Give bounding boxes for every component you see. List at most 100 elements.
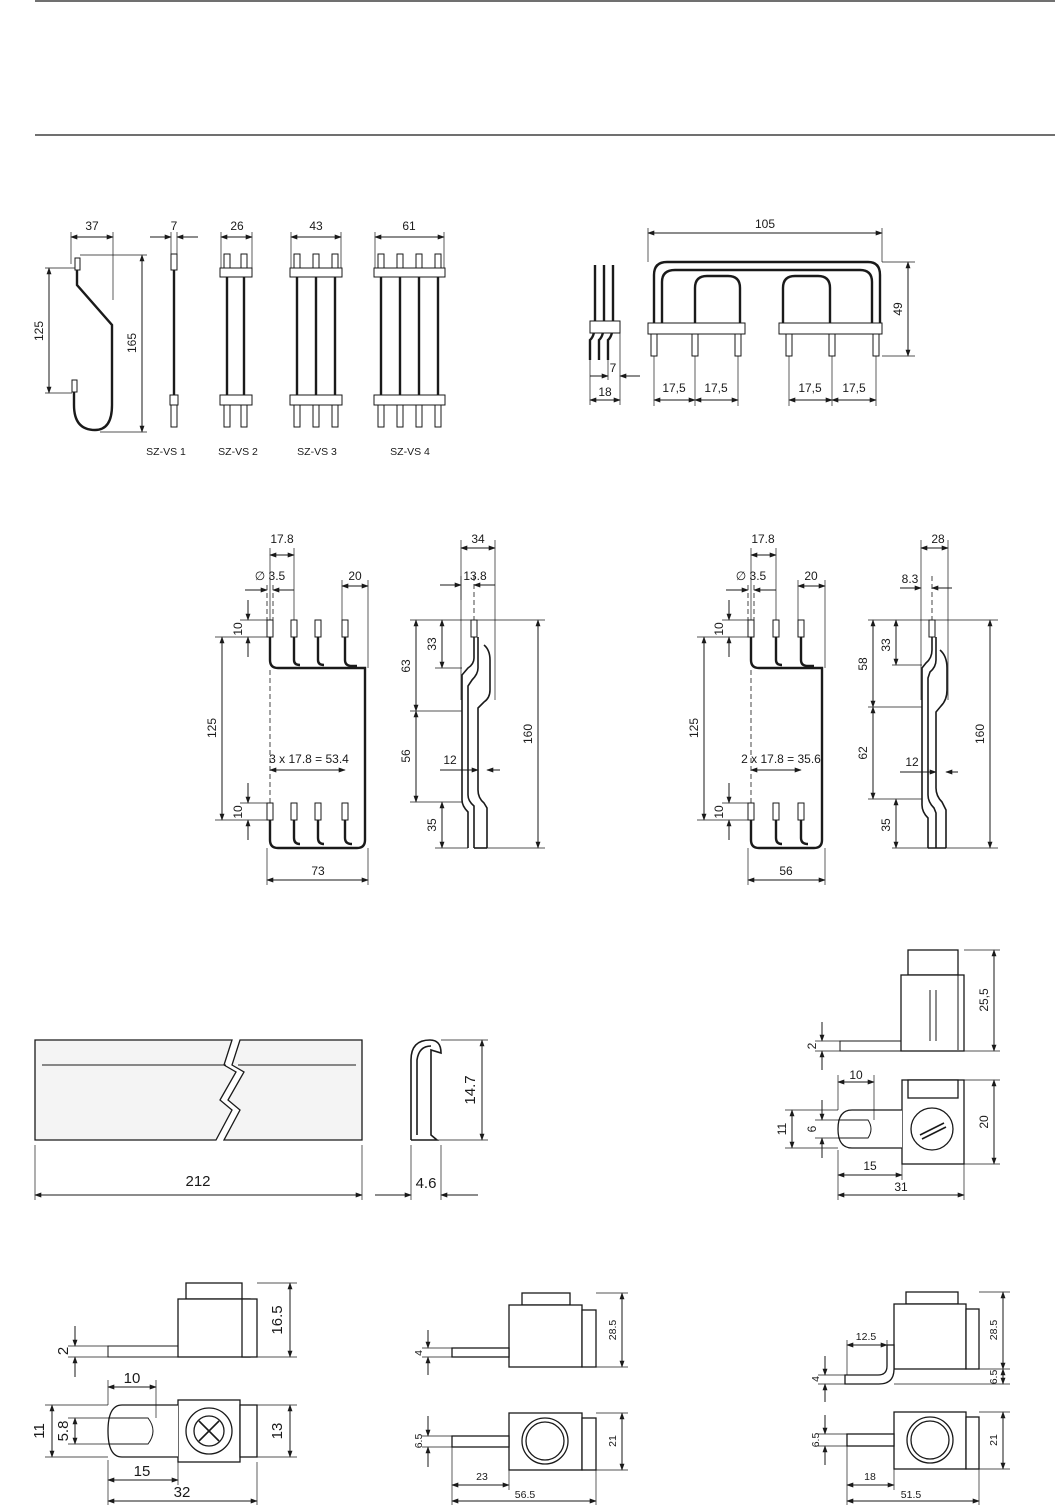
dim-label: 7 — [171, 219, 178, 233]
block-a-pin-top — [451, 1435, 510, 1448]
dim-label: 11 — [31, 1423, 48, 1439]
dim-label: 160 — [521, 724, 535, 744]
bridge-front-view — [647, 260, 883, 357]
dim-label: 28 — [931, 532, 945, 546]
dim-label: 4.6 — [416, 1175, 437, 1192]
dim-label: 12 — [443, 753, 457, 767]
dim-label: 12.5 — [856, 1331, 877, 1343]
figure-profile-rail: 212 14.7 4.6 — [34, 1039, 488, 1200]
dim-label: 165 — [125, 333, 139, 353]
dim-label: 73 — [311, 864, 325, 878]
dim-label: 21 — [988, 1434, 1000, 1446]
figure-terminal-clamp-b: 16.5 2 10 11 5.8 13 15 32 — [31, 1282, 297, 1505]
hook-pin-bottom — [71, 379, 78, 393]
dim-label: 10 — [849, 1068, 863, 1082]
figure-terminal-clamp-a: 25,5 2 10 20 11 6 15 31 — [775, 949, 1000, 1200]
dim-label: 14.7 — [462, 1075, 479, 1104]
dim-label: 2 — [55, 1347, 72, 1355]
dim-label: 15 — [863, 1159, 877, 1173]
dim-label: 10 — [231, 622, 245, 636]
sz-vs-3-front-view — [289, 253, 343, 428]
dim-label: 11 — [775, 1122, 789, 1135]
dim-label: 16.5 — [269, 1305, 286, 1334]
clamp-a-fork-top — [837, 1109, 902, 1149]
clamp-b-tongue-side — [107, 1345, 179, 1358]
dim-label: 13.8 — [463, 569, 487, 583]
hook-side-view — [72, 268, 114, 432]
dim-label: 43 — [309, 219, 323, 233]
dim-label: 34 — [471, 532, 485, 546]
dim-label: 10 — [712, 622, 726, 636]
dim-label: ∅ 3.5 — [255, 569, 286, 583]
dim-label: 18 — [598, 385, 612, 399]
dim-label: 56 — [399, 749, 413, 763]
clamp-b-fork-top — [107, 1404, 178, 1458]
figure-sz-vs-bridges: 37 7 26 43 61 125 165 SZ-VS 1 SZ-VS 2 SZ… — [32, 219, 446, 458]
dim-label: 28.5 — [988, 1320, 1000, 1341]
dim-label: 6.5 — [988, 1370, 1000, 1385]
rail-profile-section — [410, 1039, 442, 1141]
dim-label: 10 — [712, 805, 726, 819]
dim-label: 21 — [607, 1435, 619, 1447]
clamp-b-screw-head-side — [185, 1282, 243, 1300]
dim-label: 125 — [205, 718, 219, 738]
dim-label: 35 — [879, 818, 893, 832]
figure-terminal-block-a: 28.5 4 6.5 21 23 56.5 — [413, 1292, 628, 1505]
dim-label: 17,5 — [798, 381, 822, 395]
dim-label: 18 — [864, 1471, 876, 1483]
bridge-side-view — [588, 265, 621, 360]
dim-label: 17,5 — [662, 381, 686, 395]
caption-sz-vs-3: SZ-VS 3 — [297, 446, 337, 458]
dim-label: ∅ 3.5 — [736, 569, 767, 583]
caption-sz-vs-4: SZ-VS 4 — [390, 446, 430, 458]
dim-label: 6.5 — [810, 1433, 822, 1448]
dim-label: 37 — [85, 219, 99, 233]
dim-label: 17,5 — [842, 381, 866, 395]
hook-pin-top — [74, 257, 81, 271]
dim-label: 62 — [856, 746, 870, 760]
comb-3-front-view — [747, 619, 824, 850]
dim-label: 7 — [610, 361, 617, 375]
block-b-screw-head-side — [905, 1291, 959, 1305]
dim-label: 10 — [124, 1370, 141, 1387]
dim-label: 160 — [973, 724, 987, 744]
clamp-a-body-side — [900, 974, 965, 1052]
dim-label: 23 — [476, 1471, 488, 1483]
comb-3-side-view — [921, 619, 948, 849]
dim-label: 13 — [269, 1423, 286, 1440]
dim-label: 20 — [804, 569, 818, 583]
dim-label: 17.8 — [751, 532, 775, 546]
dim-label: 6 — [805, 1125, 819, 1132]
sz-vs-1-front-view — [169, 253, 179, 428]
sz-vs-2-front-view — [219, 253, 253, 428]
dim-label: 61 — [402, 219, 416, 233]
dim-label: 12 — [905, 755, 919, 769]
dim-label: 4 — [413, 1350, 425, 1356]
figure-wide-bridge: 105 49 7 18 17,5 17,5 17,5 17,5 — [588, 217, 915, 406]
caption-sz-vs-2: SZ-VS 2 — [218, 446, 258, 458]
clamp-a-tongue-side — [839, 1040, 902, 1052]
dim-label: 2 — [805, 1042, 819, 1049]
caption-sz-vs-1: SZ-VS 1 — [146, 446, 186, 458]
dim-label: 35 — [425, 818, 439, 832]
comb-4-front-view — [266, 619, 367, 850]
figure-comb-3-pole: 17.8 ∅ 3.5 20 10 125 10 2 x 17.8 = 35.6 … — [687, 532, 998, 885]
clamp-b-body-side — [177, 1298, 251, 1358]
dim-label: 17.8 — [270, 532, 294, 546]
dim-label: 33 — [425, 637, 439, 651]
dim-label: 33 — [879, 638, 893, 652]
dim-label: 32 — [174, 1484, 191, 1501]
dim-label: 6.5 — [413, 1434, 425, 1449]
dim-label: 20 — [977, 1115, 991, 1129]
dim-label: 49 — [891, 302, 905, 316]
dim-label: 212 — [185, 1173, 210, 1190]
rail-front-view-left — [34, 1039, 237, 1141]
dim-label: 105 — [755, 217, 775, 231]
block-a-pin-side — [451, 1347, 510, 1358]
dim-label: 5.8 — [55, 1421, 72, 1442]
figure-comb-4-pole: 17.8 ∅ 3.5 20 10 125 10 3 x 17.8 = 53.4 … — [205, 532, 545, 885]
block-a-body-side — [508, 1304, 583, 1368]
rail-front-view-right — [222, 1039, 363, 1141]
dim-label: 15 — [134, 1463, 151, 1480]
